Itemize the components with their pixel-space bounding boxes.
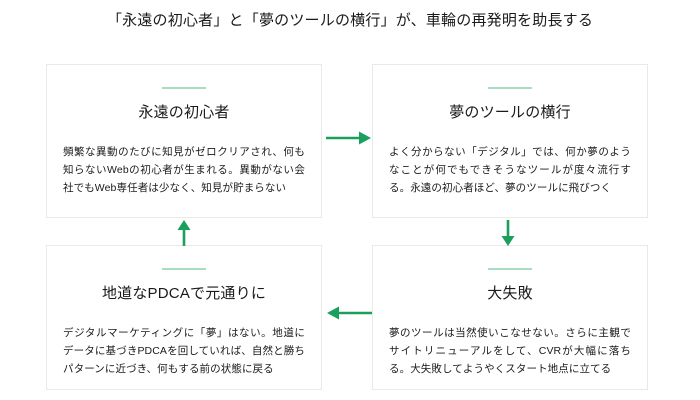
card-body-text: よく分からない「デジタル」では、何か夢のようなことが何でもできそうなツールが度々… [389,145,631,195]
card-body-text: 夢のツールは当然使いこなせない。さらに主観でサイトリニューアルをして、CVRが大… [389,326,631,376]
arrow-up-icon [177,220,191,246]
card-body-text: デジタルマーケティングに「夢」はない。地道にデータに基づきPDCAを回していれば… [63,326,305,376]
card-heading: 永遠の初心者 [138,104,230,121]
arrow-down-icon [501,220,515,246]
page-title: 「永遠の初心者」と「夢のツールの横行」が、車輪の再発明を助長する [106,12,594,29]
card-divider [488,268,532,270]
card-body-text: 頻繁な異動のたびに知見がゼロクリアされ、何も知らないWebの初心者が生まれる。異… [63,145,305,195]
card-dream-tool: 夢のツールの横行 よく分からない「デジタル」では、何か夢のようなことが何でもでき… [372,64,648,218]
card-eternal-beginner: 永遠の初心者 頻繁な異動のたびに知見がゼロクリアされ、何も知らないWebの初心者… [46,64,322,218]
card-divider [488,87,532,89]
card-heading: 夢のツールの横行 [449,104,571,121]
card-big-failure: 大失敗 夢のツールは当然使いこなせない。さらに主観でサイトリニューアルをして、C… [372,245,648,390]
card-heading: 地道なPDCAで元通りに [101,285,267,302]
card-pdca: 地道なPDCAで元通りに デジタルマーケティングに「夢」はない。地道にデータに基… [46,245,322,390]
card-divider [162,87,206,89]
card-heading: 大失敗 [487,285,533,302]
arrow-left-icon [327,306,372,320]
arrow-right-icon [326,131,371,145]
card-divider [162,268,206,270]
